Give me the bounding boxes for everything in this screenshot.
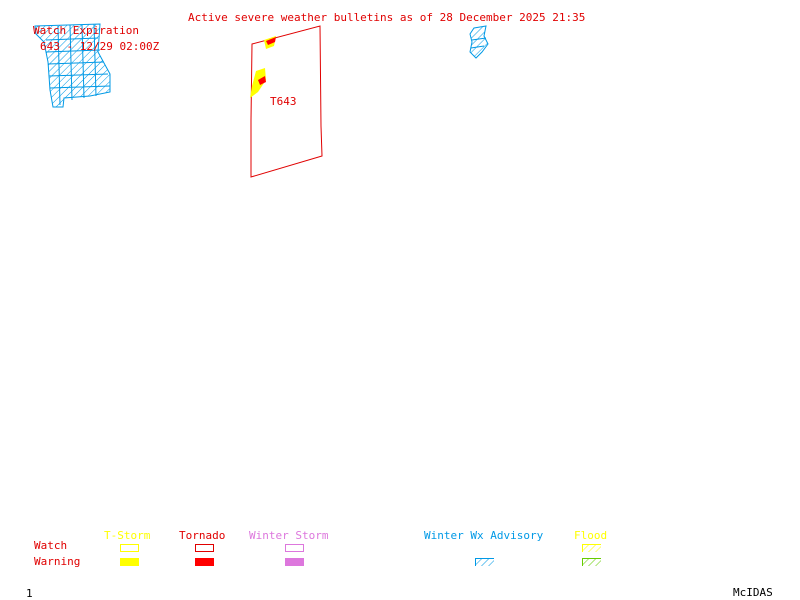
legend-flood-label: Flood: [574, 529, 608, 542]
legend-tornado-watch-swatch: [195, 544, 214, 552]
tornado-warning-area-south[interactable]: [258, 76, 266, 85]
bulletin-title: Active severe weather bulletins as of 28…: [188, 11, 586, 24]
legend-flood-warning-swatch: [582, 558, 601, 566]
legend-winter-advisory-label: Winter Wx Advisory: [424, 529, 544, 542]
watch-id-label: T643: [270, 95, 297, 108]
legend-winter-storm-watch-swatch: [285, 544, 304, 552]
tornado-warning-area-north[interactable]: [266, 37, 276, 45]
frame-number: 1: [26, 587, 33, 600]
winter-advisory-area-east: [469, 25, 489, 59]
legend-winter-advisory-swatch: [475, 558, 494, 566]
legend-tstorm-label: T-Storm: [104, 529, 151, 542]
legend-tstorm-watch-swatch: [120, 544, 139, 552]
legend-winter-storm-label: Winter Storm: [249, 529, 329, 542]
winter-advisory-area-west: [34, 23, 111, 108]
legend-row-watch: Watch: [34, 539, 68, 552]
legend-winter-storm-warning-swatch: [285, 558, 304, 566]
legend-flood-watch-swatch: [582, 544, 601, 552]
watch-expiration-entry: 643 - 12/29 02:00Z: [40, 40, 160, 53]
legend-row-warning: Warning: [34, 555, 81, 568]
legend-tornado-label: Tornado: [179, 529, 226, 542]
tornado-watch-polygon[interactable]: [250, 25, 323, 178]
watch-expiration-label: Watch Expiration: [33, 24, 139, 37]
legend-tornado-warning-swatch: [195, 558, 214, 566]
mcidas-brand: McIDAS: [733, 586, 773, 599]
legend-tstorm-warning-swatch: [120, 558, 139, 566]
tstorm-warning-area-south[interactable]: [250, 68, 266, 98]
